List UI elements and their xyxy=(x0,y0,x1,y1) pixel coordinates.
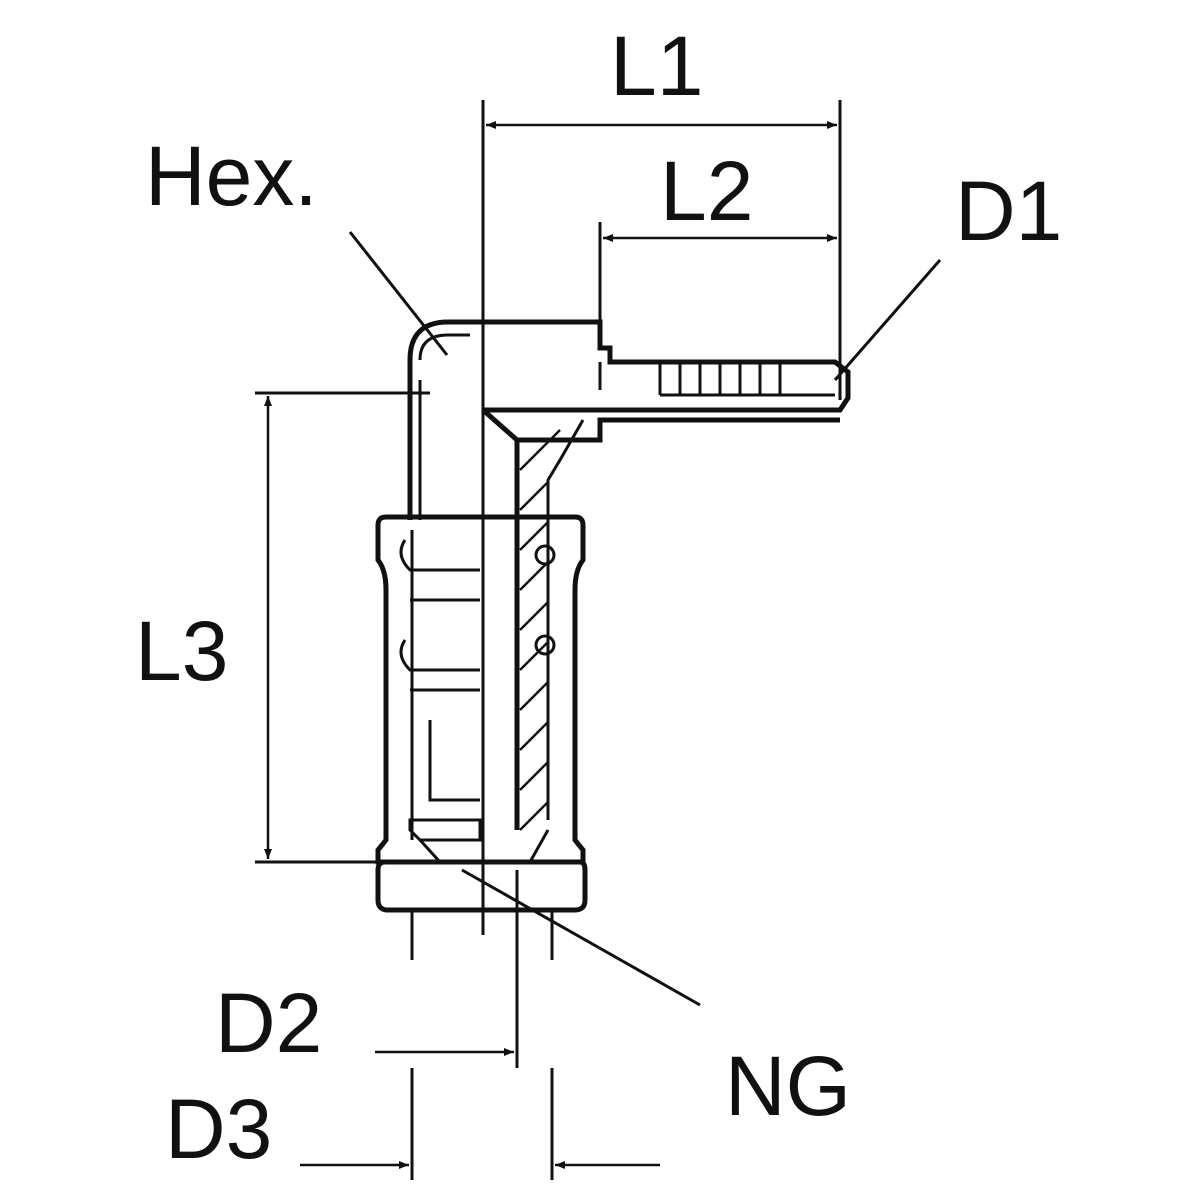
label-d2: D2 xyxy=(215,976,322,1070)
label-l1: L1 xyxy=(610,19,703,113)
label-ng: NG xyxy=(725,1039,851,1133)
dimension-d2 xyxy=(375,870,519,1068)
label-d1: D1 xyxy=(955,164,1062,258)
ng-leader xyxy=(461,868,701,1007)
dimension-l3 xyxy=(255,391,430,864)
label-d3: D3 xyxy=(165,1082,272,1176)
hex-leader xyxy=(348,231,449,356)
label-hex: Hex. xyxy=(145,129,318,223)
dimension-d3 xyxy=(300,910,660,1180)
label-l3: L3 xyxy=(135,604,228,698)
elbow-body xyxy=(375,319,851,913)
d1-leader xyxy=(833,259,942,381)
dimension-l2 xyxy=(598,222,837,322)
label-l2: L2 xyxy=(660,144,753,238)
